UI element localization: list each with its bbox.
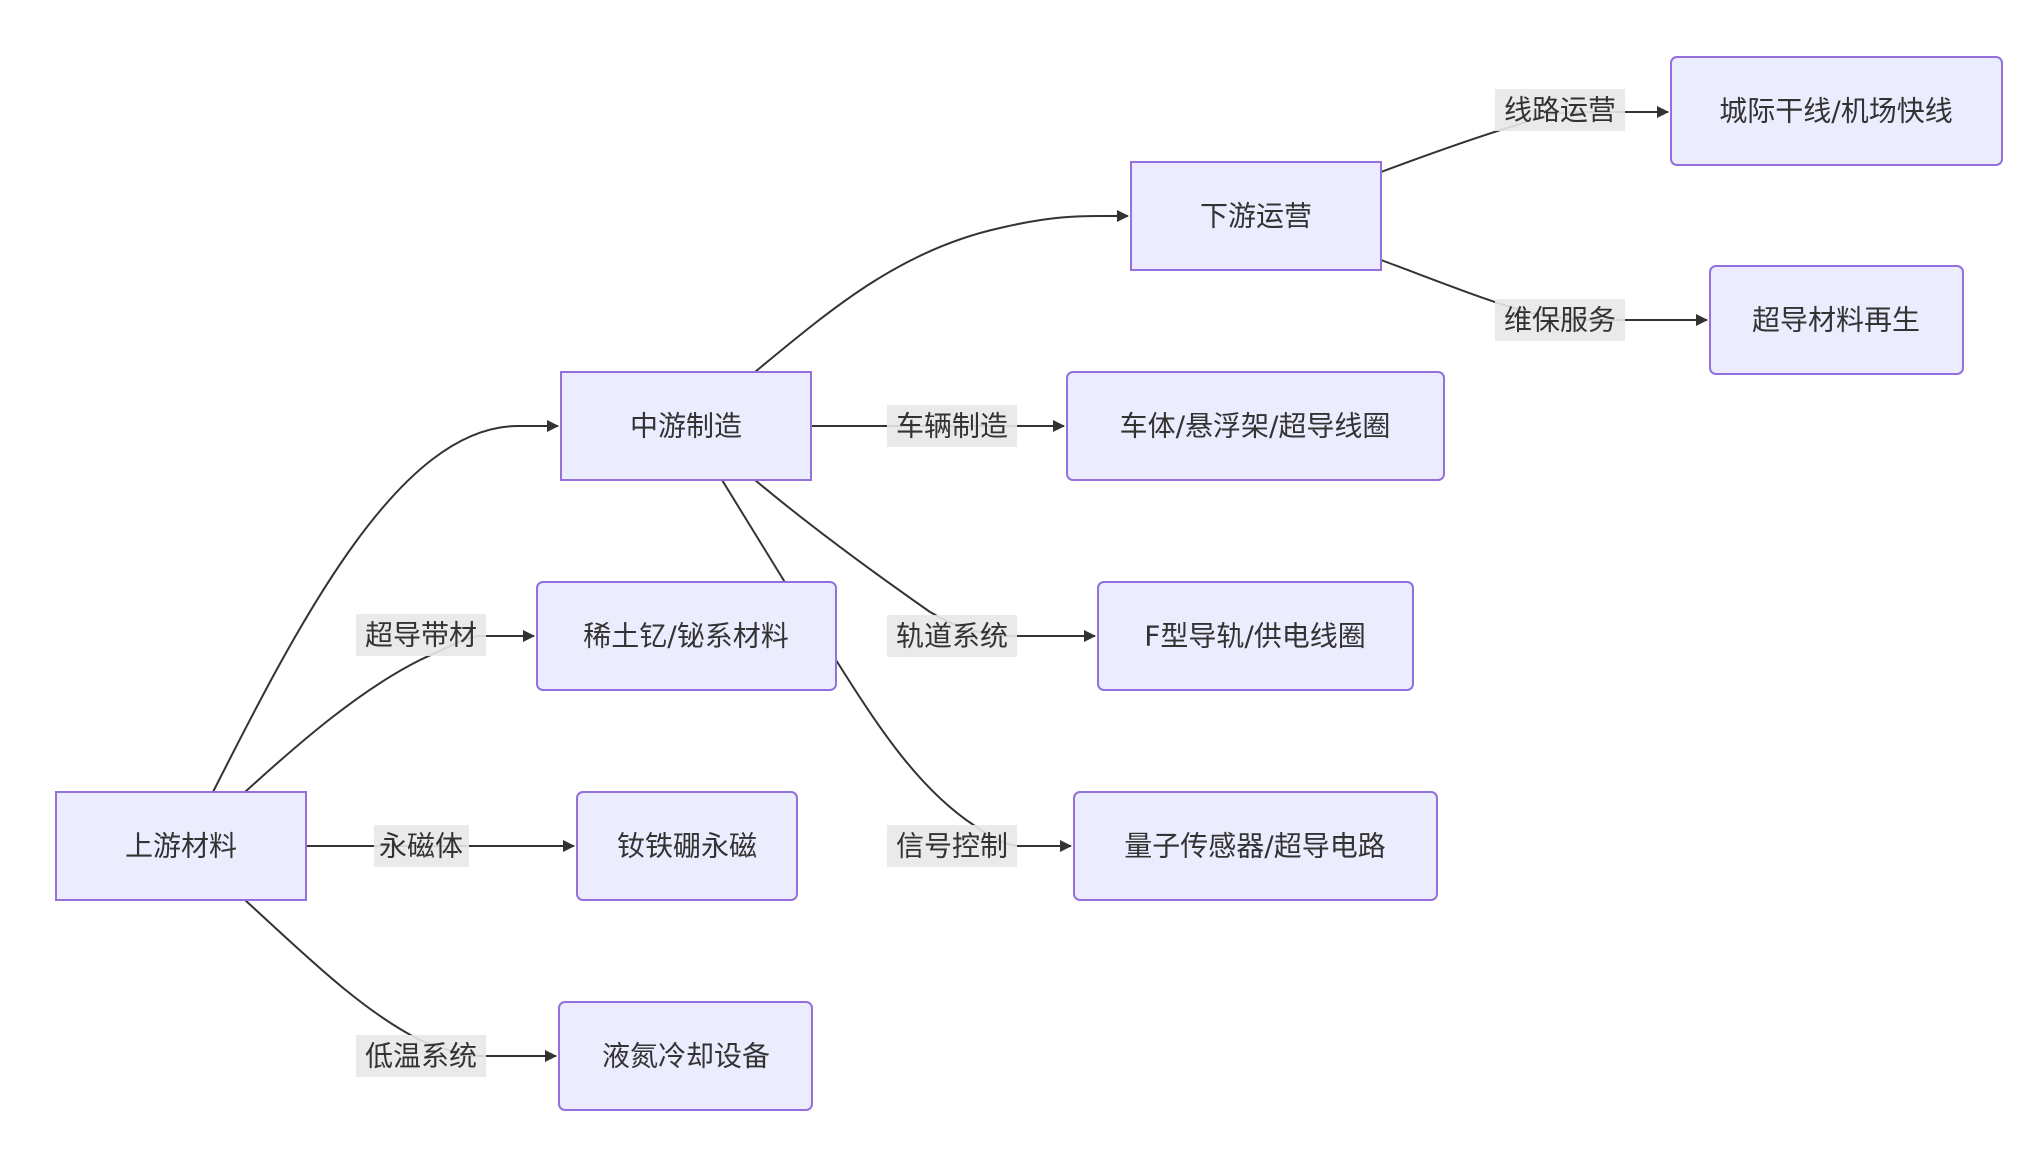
- node-label: 城际干线/机场快线: [1719, 95, 1952, 128]
- edge-upstream-to-ln2: [244, 899, 557, 1062]
- edge-label-signal-control: 信号控制: [887, 825, 1017, 867]
- edge-midstream-to-downstream: [754, 210, 1129, 373]
- edge-label-perm-magnet: 永磁体: [374, 825, 469, 867]
- edge-label-text: 轨道系统: [896, 620, 1008, 653]
- edge-label-line-ops: 线路运营: [1495, 89, 1625, 131]
- node-ln2-cooling[interactable]: 液氮冷却设备: [558, 1001, 813, 1111]
- node-label: 车体/悬浮架/超导线圈: [1120, 410, 1391, 443]
- node-label: 上游材料: [125, 830, 237, 863]
- edge-label-cryo-system: 低温系统: [356, 1035, 486, 1077]
- node-vehicle-parts[interactable]: 车体/悬浮架/超导线圈: [1066, 371, 1445, 481]
- node-label: 钕铁硼永磁: [617, 830, 757, 863]
- edges: [212, 106, 1708, 1062]
- edge-label-text: 低温系统: [365, 1040, 477, 1073]
- node-midstream[interactable]: 中游制造: [560, 371, 812, 481]
- edge-label-text: 车辆制造: [896, 410, 1008, 443]
- node-quantum[interactable]: 量子传感器/超导电路: [1073, 791, 1438, 901]
- nodes: 上游材料 中游制造 下游运营 稀土钇/铋系材料 钕铁硼永磁 液氮冷却设备 车体/…: [55, 56, 2003, 1111]
- node-label: 中游制造: [630, 410, 742, 443]
- edge-label-track-system: 轨道系统: [887, 615, 1017, 657]
- node-label: 超导材料再生: [1752, 304, 1920, 337]
- edge-label-vehicle-mfg: 车辆制造: [887, 405, 1017, 447]
- edge-label-text: 线路运营: [1504, 94, 1616, 127]
- node-ndfeb[interactable]: 钕铁硼永磁: [576, 791, 798, 901]
- node-label: 稀土钇/铋系材料: [583, 620, 788, 653]
- edge-label-text: 永磁体: [379, 830, 463, 863]
- edge-label-maintenance: 维保服务: [1495, 299, 1625, 341]
- edge-label-sc-tape: 超导带材: [356, 614, 486, 656]
- node-f-rail[interactable]: F型导轨/供电线圈: [1097, 581, 1414, 691]
- node-label: 液氮冷却设备: [602, 1040, 770, 1073]
- edge-label-text: 超导带材: [365, 619, 477, 652]
- edge-labels: 超导带材 永磁体 低温系统 车辆制造 轨道系统 信号控制 线路运营 维保服务: [356, 89, 1625, 1077]
- edge-label-text: 维保服务: [1504, 304, 1616, 337]
- node-downstream[interactable]: 下游运营: [1130, 161, 1382, 271]
- node-label: F型导轨/供电线圈: [1144, 620, 1366, 653]
- node-label: 量子传感器/超导电路: [1124, 830, 1385, 863]
- node-rare-earth[interactable]: 稀土钇/铋系材料: [536, 581, 837, 691]
- node-label: 下游运营: [1200, 200, 1312, 233]
- node-regeneration[interactable]: 超导材料再生: [1709, 265, 1964, 375]
- edge-upstream-to-rare-earth: [244, 630, 535, 793]
- edge-label-text: 信号控制: [896, 830, 1008, 863]
- node-intercity[interactable]: 城际干线/机场快线: [1670, 56, 2003, 166]
- edge-upstream-to-midstream: [212, 420, 559, 793]
- node-upstream[interactable]: 上游材料: [55, 791, 307, 901]
